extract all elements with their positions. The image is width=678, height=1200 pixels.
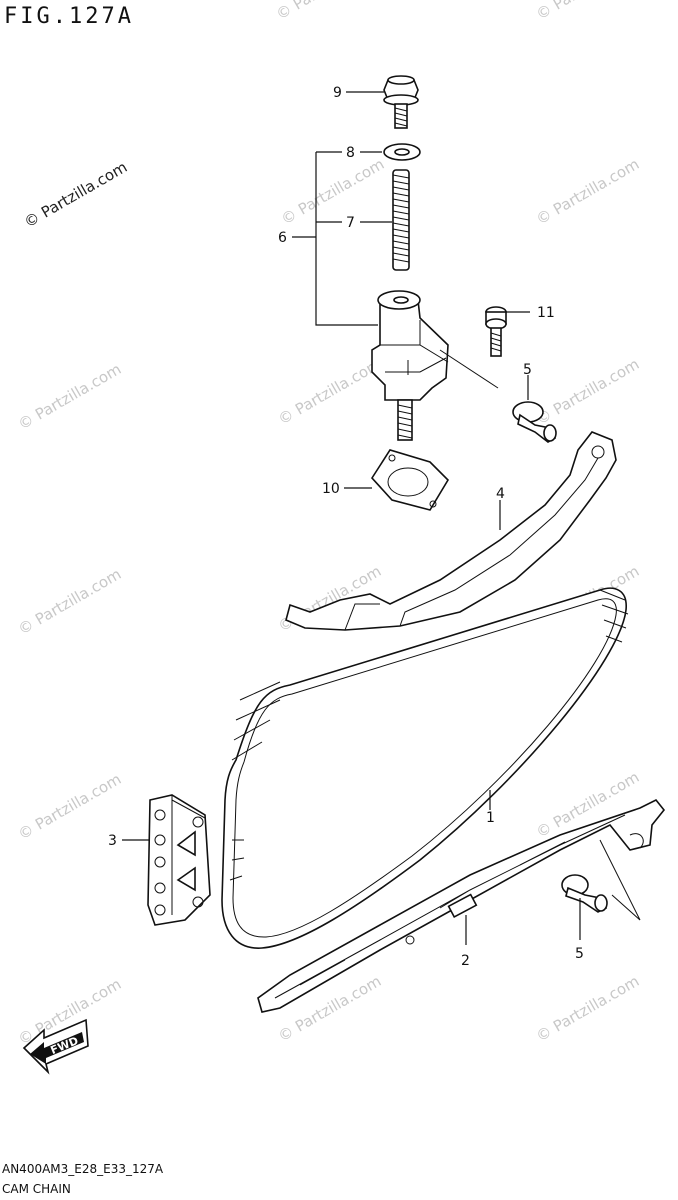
part-5-pivot-bolt-upper [512, 401, 557, 443]
watermark: © Partzilla.com [275, 355, 384, 428]
watermark: © Partzilla.com [533, 972, 642, 1045]
part-4-tensioner-guide [285, 431, 617, 631]
callout-9: 9 [333, 85, 342, 101]
part-6-tensioner [371, 290, 449, 441]
watermark: © Partzilla.com [533, 0, 642, 23]
part-5-pivot-bolt-lower [561, 839, 641, 921]
watermark: © Partzilla.com [533, 355, 642, 428]
part-7-spring [392, 169, 410, 271]
leader-lines [122, 91, 581, 945]
part-2-chain-guide-rear [257, 798, 666, 1013]
figure-code: AN400AM3_E28_E33_127A [2, 1162, 164, 1176]
callout-6: 6 [278, 230, 287, 246]
fwd-arrow: FWD [22, 1018, 89, 1075]
watermark: © Partzilla.com [15, 565, 124, 638]
watermark-primary: © Partzilla.com [21, 158, 130, 231]
figure-name: CAM CHAIN [2, 1182, 71, 1196]
watermark: © Partzilla.com [273, 0, 382, 23]
callout-7: 7 [346, 215, 355, 231]
callout-5-lower: 5 [575, 946, 584, 962]
callout-1: 1 [486, 810, 495, 826]
part-9-bolt [383, 75, 419, 129]
part-10-gasket [370, 449, 450, 511]
part-8-washer [383, 143, 421, 161]
callout-4: 4 [496, 486, 505, 502]
watermark: © Partzilla.com [533, 155, 642, 228]
callout-3: 3 [108, 833, 117, 849]
part-1-cam-chain [221, 587, 629, 949]
watermark: © Partzilla.com [15, 360, 124, 433]
callout-10: 10 [322, 481, 340, 497]
callout-11: 11 [537, 305, 555, 321]
callout-2: 2 [461, 953, 470, 969]
part-3-chain-guide-front [147, 794, 211, 926]
part-11-bolt [485, 306, 507, 357]
callout-8: 8 [346, 145, 355, 161]
callouts: 9 8 7 6 11 5 10 4 1 3 2 5 [108, 85, 584, 969]
watermark: © Partzilla.com [278, 155, 387, 228]
figure-title: FIG.127A [4, 4, 134, 29]
callout-5-upper: 5 [523, 362, 532, 378]
